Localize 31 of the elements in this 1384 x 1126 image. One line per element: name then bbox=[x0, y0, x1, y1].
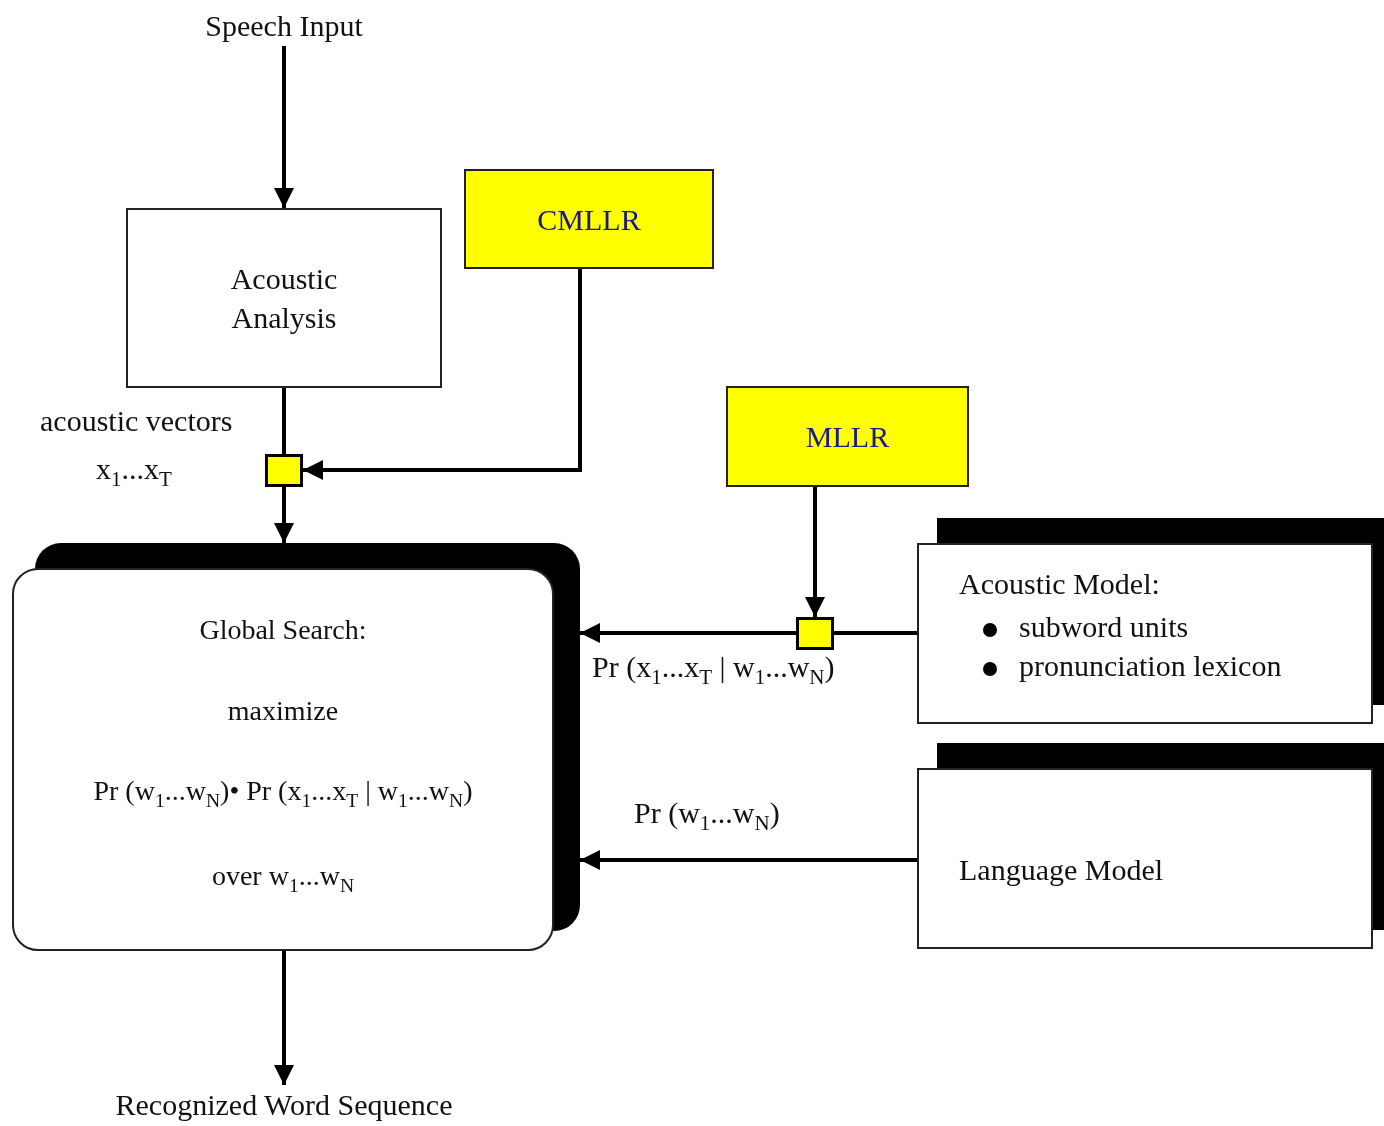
junction-square bbox=[265, 454, 303, 487]
arrow bbox=[303, 269, 582, 480]
box-heading: Acoustic Model: bbox=[959, 567, 1161, 601]
process-text: over w$_{1}$...w$_{N}$ bbox=[211, 860, 355, 897]
edge-label: Pr (x$_{1}$...x$_{T}$ | w$_{1}$...w$_{N}$) bbox=[592, 650, 835, 690]
process-box: MLLR bbox=[726, 386, 969, 487]
process-text: Global Search: bbox=[199, 614, 367, 647]
process-box: CMLLR bbox=[464, 169, 714, 269]
box-heading: Language Model bbox=[959, 852, 1165, 887]
bullet-text: pronunciation lexicon bbox=[1019, 649, 1282, 682]
terminal-label: Speech Input bbox=[179, 6, 389, 46]
arrow bbox=[580, 623, 796, 643]
edge-label: Pr (w$_{1}$...w$_{N}$) bbox=[634, 796, 780, 836]
arrow bbox=[274, 46, 294, 208]
connector-line bbox=[282, 388, 286, 454]
bullet-text: subword units bbox=[1019, 610, 1189, 643]
connector-line bbox=[834, 631, 917, 635]
process-box: Acoustic Analysis bbox=[126, 208, 442, 388]
process-box bbox=[12, 543, 580, 951]
process-text: maximize bbox=[227, 694, 339, 727]
signal-label: acoustic vectors bbox=[40, 404, 233, 438]
terminal-label: Recognized Word Sequence bbox=[59, 1085, 509, 1125]
junction-square bbox=[796, 617, 834, 650]
arrow bbox=[274, 951, 294, 1085]
arrow bbox=[805, 487, 825, 617]
process-box bbox=[917, 518, 1384, 724]
arrow bbox=[580, 850, 917, 870]
signal-label: x$_{1}$...x$_{T}$ bbox=[96, 452, 172, 492]
process-box bbox=[917, 743, 1384, 949]
arrow bbox=[274, 487, 294, 543]
process-text: Pr (w$_{1}$...w$_{N}$)• Pr (x$_{1}$...x$_{T}$ | w$_{1}$...w$_{N}$) bbox=[93, 775, 473, 812]
